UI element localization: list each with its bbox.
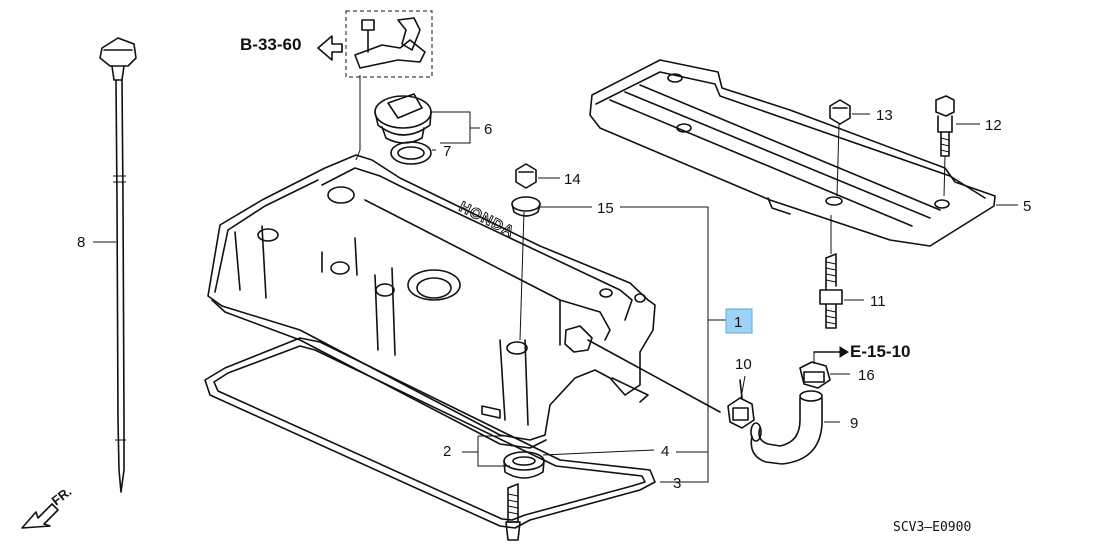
- leader-lines: [93, 111, 1018, 483]
- nut-14: [515, 163, 537, 189]
- head-cover-gasket: [204, 337, 656, 529]
- cylinder-head-cover: [207, 154, 721, 449]
- bolt-2: [505, 483, 521, 541]
- callout-2: 2: [443, 443, 451, 460]
- callout-1-highlight: [725, 308, 753, 334]
- callout-8: 8: [77, 234, 85, 251]
- special-bolt-12: [935, 95, 955, 197]
- flange-nut-13: [829, 99, 851, 197]
- callout-16: 16: [858, 367, 875, 384]
- pcv-hose: [750, 390, 823, 465]
- callout-10: 10: [735, 356, 752, 373]
- oil-filler-cap: [374, 93, 432, 144]
- callout-3: 3: [673, 475, 681, 492]
- callout-1: 1: [734, 314, 742, 331]
- callout-14: 14: [564, 171, 581, 188]
- honda-embossed-logo: HONDA: [456, 198, 517, 240]
- callout-9: 9: [850, 415, 858, 432]
- hose-clamp-10: [727, 379, 755, 429]
- stud-bolt-11: [819, 215, 843, 329]
- callout-6: 6: [484, 121, 492, 138]
- diagram-code: SCV3—E0900: [893, 520, 971, 535]
- seal-washer-15: [511, 196, 541, 341]
- plug-tube-seal: [503, 451, 545, 479]
- callout-15: 15: [597, 200, 614, 217]
- callout-11: 11: [870, 293, 886, 310]
- filler-cap-o-ring: [390, 141, 432, 165]
- front-direction-arrow: FR.: [21, 484, 74, 529]
- ref-label-e: E-15-10: [850, 342, 910, 361]
- callout-13: 13: [876, 107, 893, 124]
- callout-7: 7: [443, 143, 451, 160]
- ref-arrow-b: [317, 35, 343, 61]
- ref-label-b: B-33-60: [240, 35, 301, 54]
- ignition-coil-cover: [589, 59, 996, 247]
- callout-4: 4: [661, 443, 669, 460]
- ref-arrow-e: [839, 346, 849, 358]
- hose-clamp-16: [799, 361, 831, 389]
- bracket-assembly: [345, 10, 433, 161]
- callout-12: 12: [985, 117, 1002, 134]
- dipstick: [99, 37, 137, 493]
- callout-5: 5: [1023, 198, 1031, 215]
